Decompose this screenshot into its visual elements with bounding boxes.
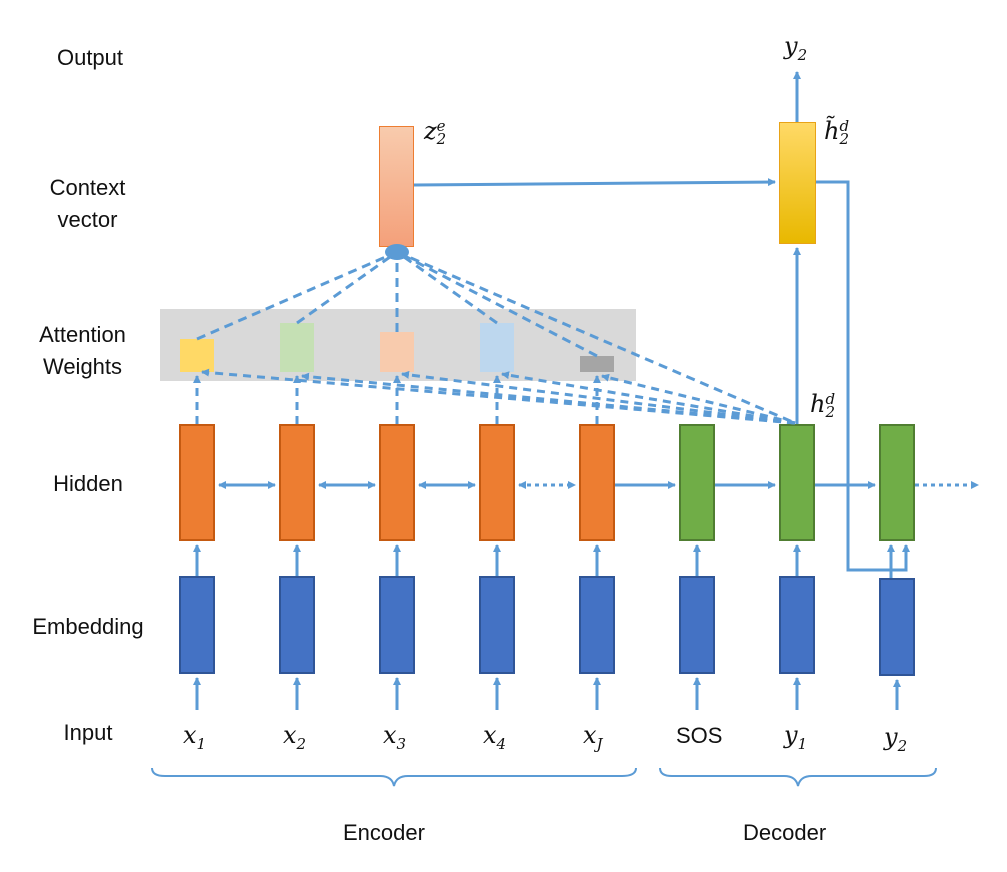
weight-context-2	[296, 250, 398, 325]
feedback-loop	[816, 180, 910, 572]
context-junction	[385, 244, 409, 260]
embedding-sos	[679, 576, 715, 674]
encoder-hidden-1	[179, 424, 215, 541]
dec-weight-arrow-4	[501, 371, 796, 425]
encoder-hidden-2	[279, 424, 315, 541]
attention-weight-2	[280, 323, 314, 372]
row-label-attention-weights: Attention Weights	[25, 319, 140, 383]
input-label-x2: x2	[283, 721, 307, 753]
attention-weight-5	[580, 356, 614, 372]
context-vector-box	[379, 126, 414, 247]
encoder-brace	[151, 767, 637, 787]
embedding-1	[179, 576, 215, 674]
row-label-attention-line1: Attention	[39, 322, 126, 347]
input-label-x4: x4	[483, 721, 507, 753]
dec-weight-arrow-3	[401, 370, 796, 425]
input-label-y1: y1	[784, 721, 808, 753]
row-label-output: Output	[56, 45, 124, 70]
embedding-4	[479, 576, 515, 674]
group-label-decoder: Decoder	[743, 820, 827, 845]
row-label-context-vector: Context vector	[35, 172, 140, 236]
attention-weight-1	[180, 339, 214, 372]
dec-weight-arrow-J	[601, 373, 796, 425]
input-label-y2: y2	[884, 723, 908, 755]
context-to-attn-hidden	[413, 178, 776, 187]
embedding-y2	[879, 578, 915, 676]
row-label-attention-line2: Weights	[42, 354, 123, 379]
decoder-hidden-2	[779, 424, 815, 541]
encoder-hidden-4	[479, 424, 515, 541]
embedding-3	[379, 576, 415, 674]
weight-context-4	[396, 250, 498, 325]
input-label-xJ: xJ	[583, 721, 603, 753]
weight-context-1	[196, 250, 398, 341]
dec-weight-arrow-2	[301, 372, 796, 425]
attention-weight-3	[380, 332, 414, 372]
encoder-hidden-3	[379, 424, 415, 541]
input-label-x1: x1	[183, 721, 207, 753]
row-label-embedding: Embedding	[32, 614, 144, 639]
decoder-brace	[659, 767, 937, 787]
context-to-dec-hidden	[396, 250, 796, 425]
row-label-context-line2: vector	[57, 207, 118, 232]
encoder-hidden-J	[579, 424, 615, 541]
group-label-encoder: Encoder	[343, 820, 425, 845]
embedding-2	[279, 576, 315, 674]
attentional-hidden-box	[779, 122, 816, 244]
row-label-hidden: Hidden	[53, 471, 123, 496]
decoder-hidden-3	[879, 424, 915, 541]
output-label-y2: y2	[784, 32, 808, 64]
input-label-sos: SOS	[676, 723, 723, 748]
embedding-J	[579, 576, 615, 674]
decoder-hidden-1	[679, 424, 715, 541]
input-label-x3: x3	[383, 721, 407, 753]
attention-weight-4	[480, 323, 514, 372]
weight-context-J	[396, 250, 598, 358]
row-label-context-line1: Context	[49, 175, 126, 200]
row-label-input: Input	[63, 720, 113, 745]
embedding-y1	[779, 576, 815, 674]
